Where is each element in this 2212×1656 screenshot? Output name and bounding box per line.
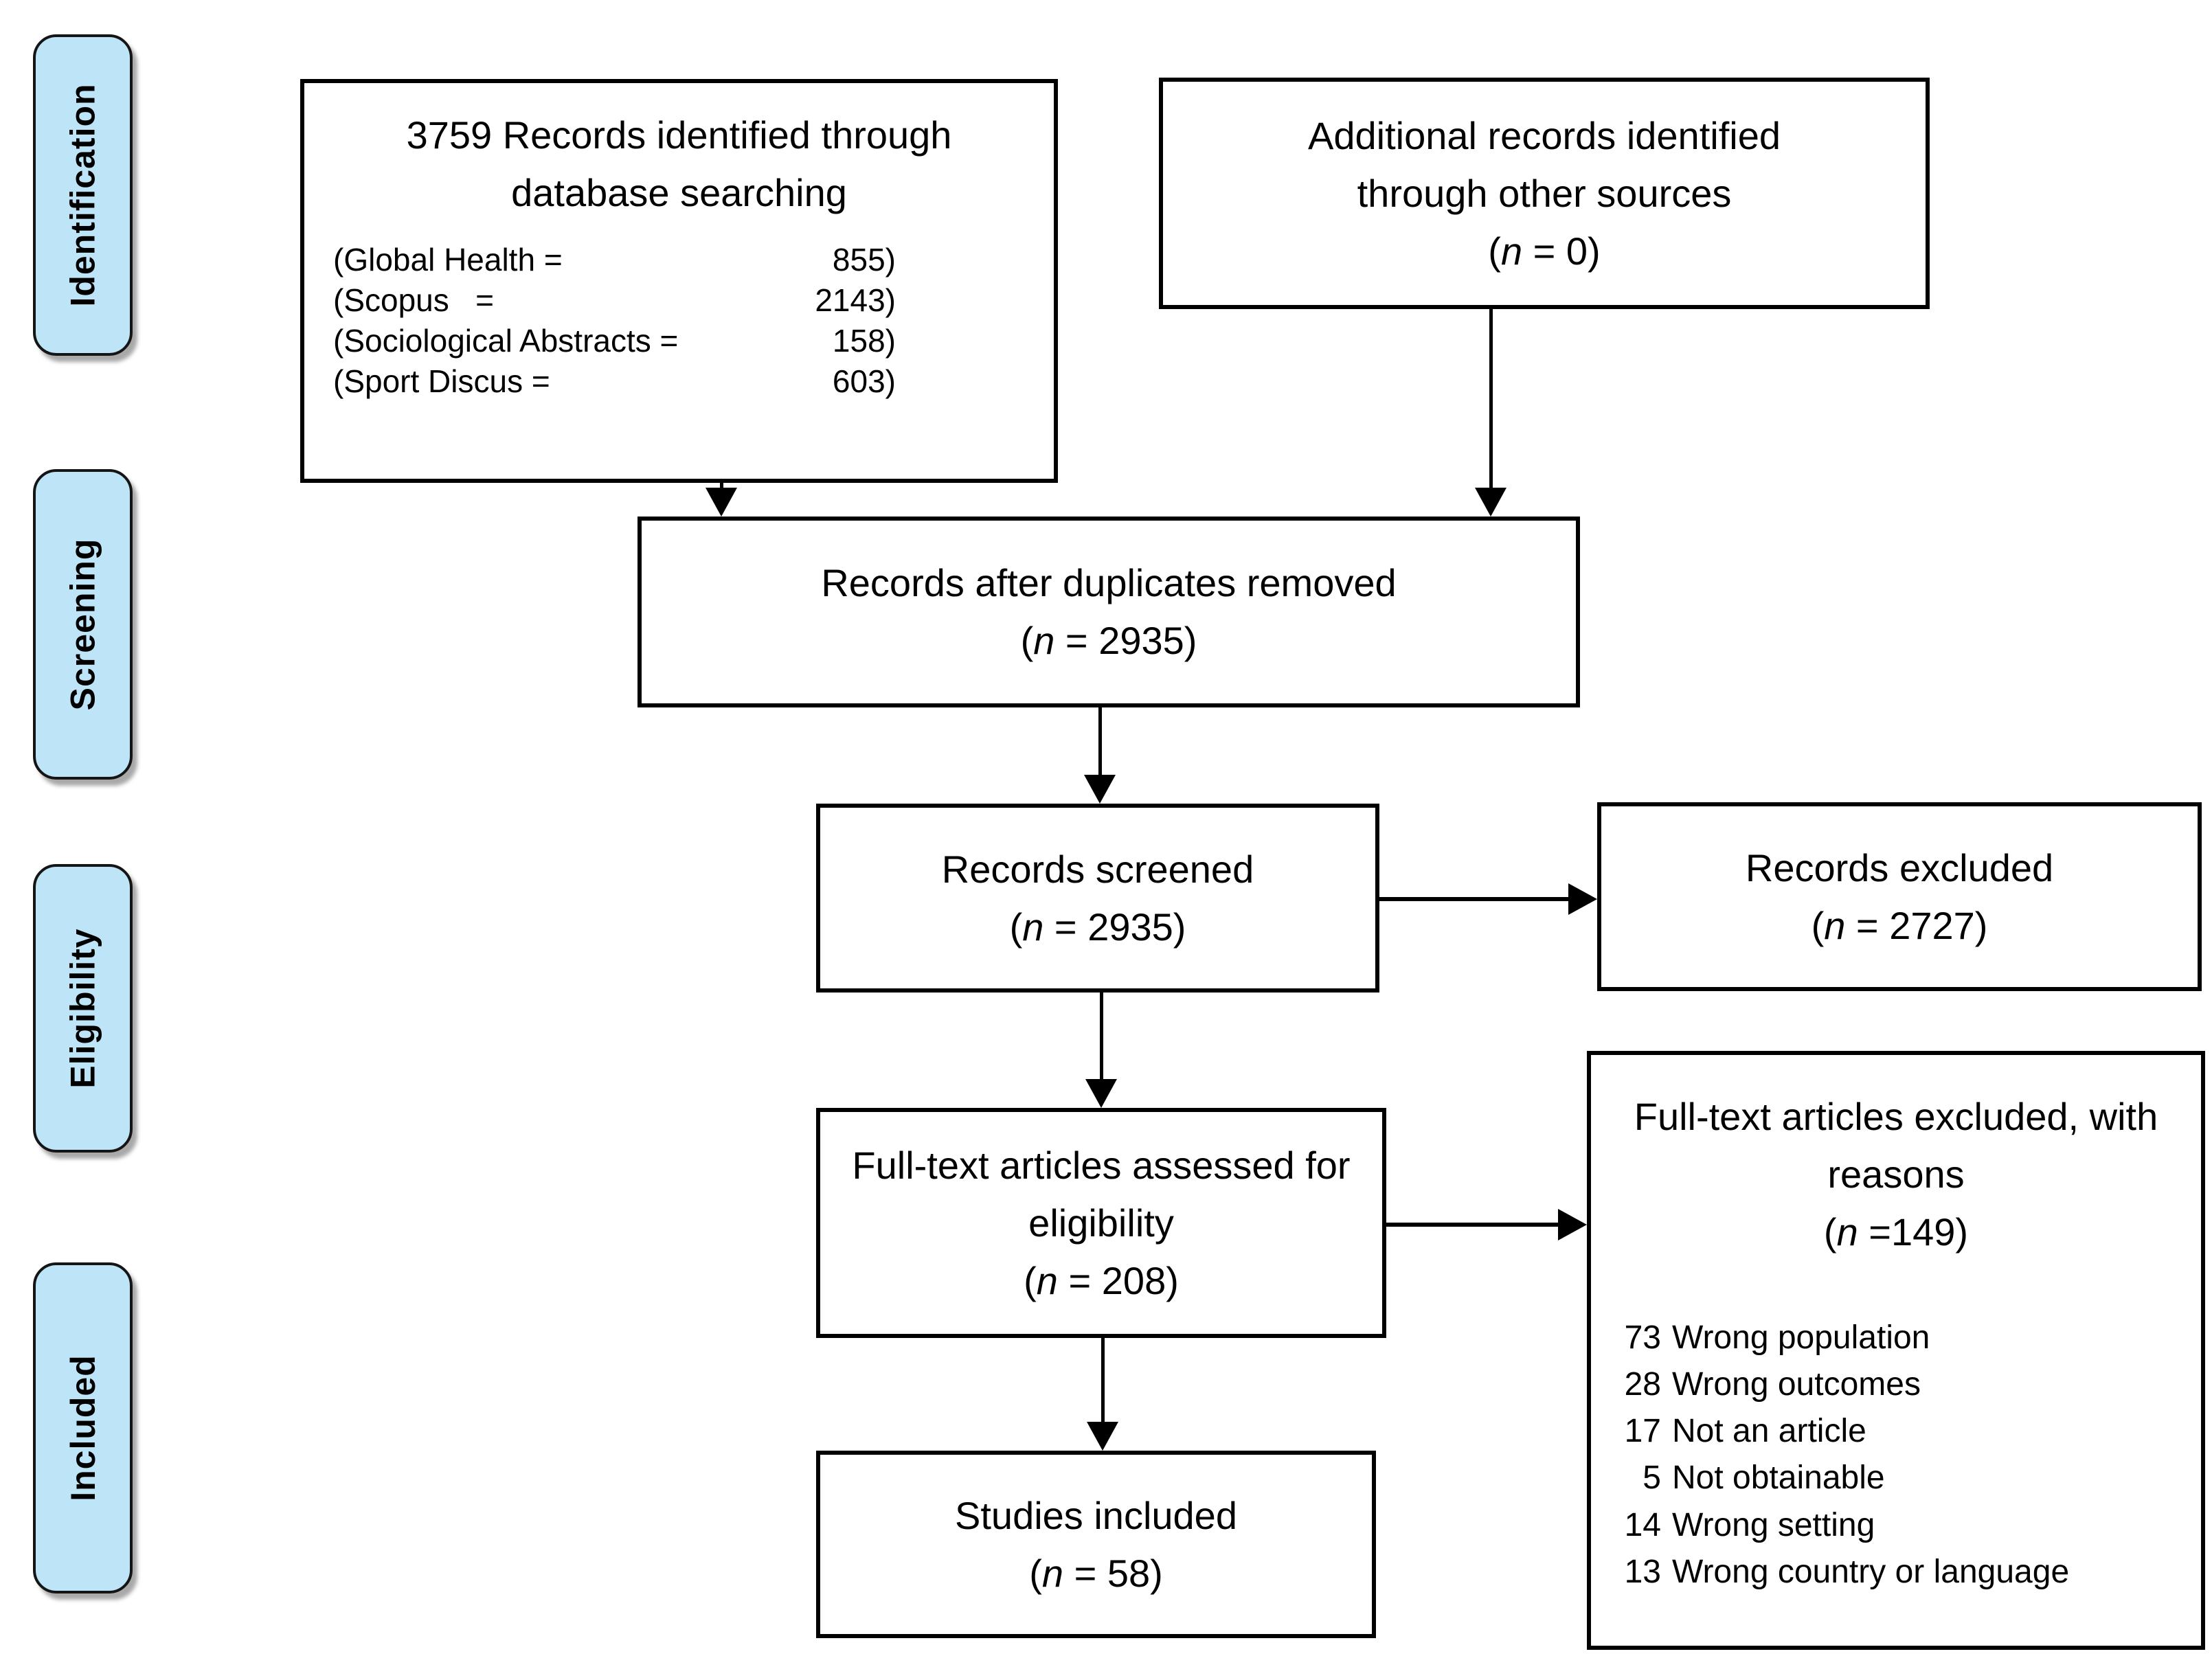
source-label: (Sociological Abstracts = [333,322,679,359]
n-value: = 2727) [1845,903,1988,947]
n-value: = 2935) [1043,905,1186,949]
box-fulltext-excluded: Full-text articles excluded, with reason… [1587,1051,2205,1650]
box-studies-included: Studies included (n = 58) [816,1451,1376,1638]
arrow-screened-to-fulltext-head [1085,1079,1117,1108]
arrow-screened-to-excluded-stem [1378,897,1570,901]
stage-label: Included [63,1354,102,1501]
arrow-identified-to-dedup-head [706,488,737,517]
n-value: = 2935) [1054,619,1197,662]
n-symbol: n [1022,905,1044,949]
reason-row: 14 Wrong setting [1623,1502,2069,1549]
box-title: Full-text articles excluded, with reason… [1634,1095,2158,1196]
n-count: (n = 58) [1029,1545,1163,1602]
n-symbol: n [1033,619,1055,662]
n-symbol: n [1041,1551,1064,1595]
arrow-dedup-to-screened-head [1084,775,1116,804]
reason-row: 13 Wrong country or language [1623,1549,2070,1596]
arrow-additional-to-dedup-head [1475,488,1506,517]
reason-row: 73 Wrong population [1623,1315,2069,1361]
arrow-fulltext-to-excluded-stem [1385,1223,1559,1227]
reason-count: 14 [1624,1506,1661,1543]
box-records-screened: Records screened (n = 2935) [816,804,1379,993]
source-count: 855) [832,242,896,277]
box-title: Studies included [955,1493,1237,1537]
box-title: 3759 Records identified through database… [406,113,952,214]
reason-row: 17 Not an article [1623,1408,2069,1455]
source-row: (Sport Discus = 603) [333,361,896,402]
arrow-fulltext-to-included-head [1087,1422,1118,1451]
reason-count: 17 [1624,1413,1661,1450]
n-symbol: n [1500,229,1523,273]
stage-label: Eligibility [63,928,102,1089]
n-symbol: n [1836,1210,1858,1254]
box-duplicates-removed: Records after duplicates removed (n = 29… [637,517,1580,707]
reason-text: Wrong country or language [1672,1553,2070,1590]
source-label: (Global Health = [333,242,563,277]
reason-row: 5 Not obtainable [1623,1455,2069,1501]
reason-text: Wrong setting [1672,1506,1875,1543]
stage-label: Identification [63,83,102,307]
n-count: (n = 2935) [1010,898,1186,956]
reason-text: Not an article [1672,1413,1866,1450]
n-value: =149) [1858,1210,1969,1254]
source-count: 603) [832,363,896,399]
stage-label: Screening [63,538,102,711]
reason-count: 13 [1624,1553,1661,1590]
source-label: (Scopus = [333,282,494,318]
box-title: Full-text articles assessed for eligibil… [852,1143,1351,1245]
box-title: Records screened [941,847,1254,891]
box-fulltext-assessed: Full-text articles assessed for eligibil… [816,1108,1386,1338]
source-row: (Sociological Abstracts = 158) [333,321,896,361]
n-open: ( [1811,903,1825,947]
reason-text: Wrong outcomes [1672,1366,1921,1403]
n-symbol: n [1824,903,1846,947]
box-title: Records excluded [1745,846,2054,889]
n-count: (n = 2935) [1021,612,1197,670]
arrow-screened-to-excluded-head [1568,883,1597,915]
n-symbol: n [1036,1258,1058,1302]
box-records-excluded: Records excluded (n = 2727) [1597,802,2202,991]
box-records-identified: 3759 Records identified through database… [300,79,1058,483]
n-open: ( [1823,1210,1837,1254]
n-value: = 208) [1057,1258,1179,1302]
n-open: ( [1009,905,1023,949]
exclusion-reason-list: 73 Wrong population 28 Wrong outcomes 17… [1591,1261,2070,1596]
source-label: (Sport Discus = [333,363,550,399]
arrow-screened-to-fulltext-stem [1100,991,1103,1082]
source-row: (Global Health = 855) [333,240,896,280]
arrow-dedup-to-screened-stem [1098,706,1102,778]
reason-text: Wrong population [1672,1319,1930,1356]
box-additional-records: Additional records identified through ot… [1159,78,1930,309]
n-open: ( [1020,619,1034,662]
n-value: = 0) [1522,229,1601,273]
n-count: (n = 0) [1488,223,1600,280]
source-count: 2143) [815,282,896,318]
source-row: (Scopus = 2143) [333,280,896,321]
box-title: Additional records identified through ot… [1308,113,1781,215]
n-value: = 58) [1063,1551,1163,1595]
reason-row: 28 Wrong outcomes [1623,1361,2069,1408]
arrow-fulltext-to-excluded-head [1558,1209,1587,1240]
arrow-identified-to-dedup-stem [720,481,723,492]
source-count: 158) [832,322,896,359]
reason-text: Not obtainable [1672,1460,1885,1497]
n-open: ( [1024,1258,1037,1302]
n-open: ( [1488,229,1501,273]
database-source-list: (Global Health = 855) (Scopus = 2143) (S… [304,222,1054,402]
n-count: (n = 208) [1024,1252,1179,1310]
n-open: ( [1029,1551,1042,1595]
sidebar-stage-included: Included [33,1262,133,1593]
n-count: (n = 2727) [1812,897,1988,955]
sidebar-stage-identification: Identification [33,34,133,356]
arrow-fulltext-to-included-stem [1101,1337,1105,1425]
arrow-additional-to-dedup-stem [1489,308,1493,490]
reason-count: 73 [1624,1319,1661,1356]
sidebar-stage-screening: Screening [33,469,133,780]
reason-count: 5 [1643,1460,1661,1497]
sidebar-stage-eligibility: Eligibility [33,864,133,1153]
n-count: (n =149) [1824,1203,1968,1261]
box-title: Records after duplicates removed [821,561,1397,604]
reason-count: 28 [1624,1366,1661,1403]
